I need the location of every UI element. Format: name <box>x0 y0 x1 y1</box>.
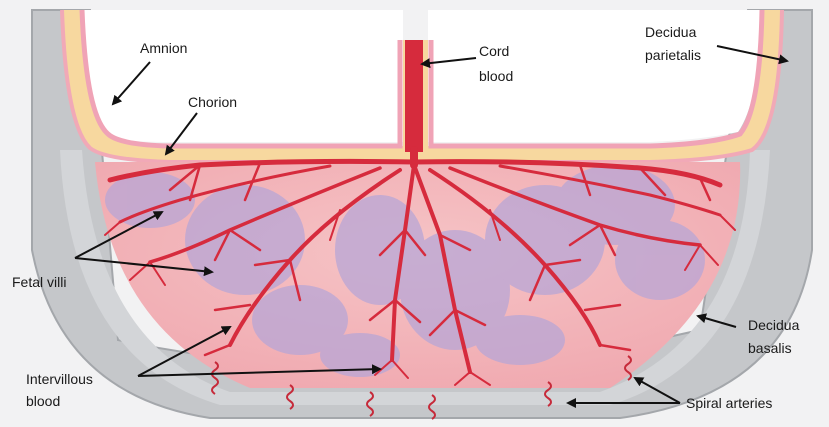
umbilical-cord <box>405 40 423 152</box>
label-amnion: Amnion <box>140 40 187 56</box>
label-decidua-parietalis-line1: Decidua <box>645 24 697 40</box>
label-intervillous-line1: Intervillous <box>26 371 93 387</box>
label-spiral-arteries: Spiral arteries <box>686 395 772 411</box>
label-cord-line2: blood <box>479 68 513 84</box>
label-intervillous-line2: blood <box>26 393 60 409</box>
label-chorion: Chorion <box>188 94 237 110</box>
label-decidua-basalis-line1: Decidua <box>748 317 800 333</box>
label-decidua-basalis-line2: basalis <box>748 340 792 356</box>
label-fetal-villi: Fetal villi <box>12 274 66 290</box>
label-cord-line1: Cord <box>479 43 509 59</box>
label-decidua-parietalis-line2: parietalis <box>645 47 701 63</box>
